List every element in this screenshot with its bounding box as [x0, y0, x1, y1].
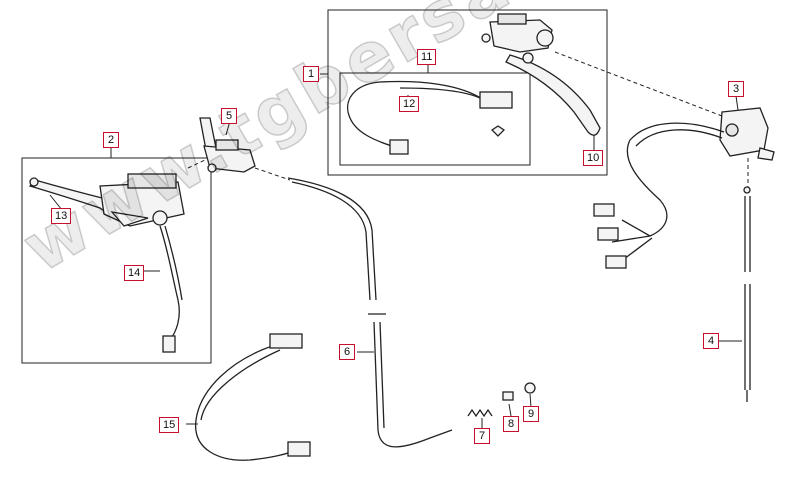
part-15-harness [195, 333, 311, 461]
callout-1[interactable]: 1 [303, 66, 319, 82]
group-box-2 [21, 157, 212, 364]
callout-5[interactable]: 5 [221, 108, 237, 124]
part-14-wire [159, 225, 183, 353]
part-5-clamp [199, 117, 256, 173]
part-10-right-lever [481, 13, 601, 136]
part-4-rod [743, 186, 751, 402]
part-7-spring [467, 408, 493, 418]
part-9-cap [524, 382, 536, 394]
callout-11[interactable]: 11 [417, 49, 437, 65]
part-3-switch-housing [719, 107, 775, 161]
callout-14[interactable]: 14 [124, 265, 145, 281]
part-13-left-lever [28, 173, 185, 227]
callout-13[interactable]: 13 [51, 208, 72, 224]
callout-8[interactable]: 8 [503, 416, 519, 432]
callout-6[interactable]: 6 [339, 344, 355, 360]
callout-10[interactable]: 10 [583, 150, 604, 166]
callout-9[interactable]: 9 [523, 406, 539, 422]
group-box-11 [339, 72, 531, 166]
part-12-brake-switch [347, 80, 513, 155]
callout-2[interactable]: 2 [103, 132, 119, 148]
callout-12[interactable]: 12 [399, 96, 420, 112]
callout-15[interactable]: 15 [159, 417, 180, 433]
part-3-harness [593, 122, 725, 269]
part-8-nut [502, 391, 514, 401]
callout-4[interactable]: 4 [703, 333, 719, 349]
group-box-1 [327, 9, 608, 176]
callout-3[interactable]: 3 [728, 81, 744, 97]
callout-7[interactable]: 7 [474, 428, 490, 444]
part-6-cable [287, 177, 453, 448]
